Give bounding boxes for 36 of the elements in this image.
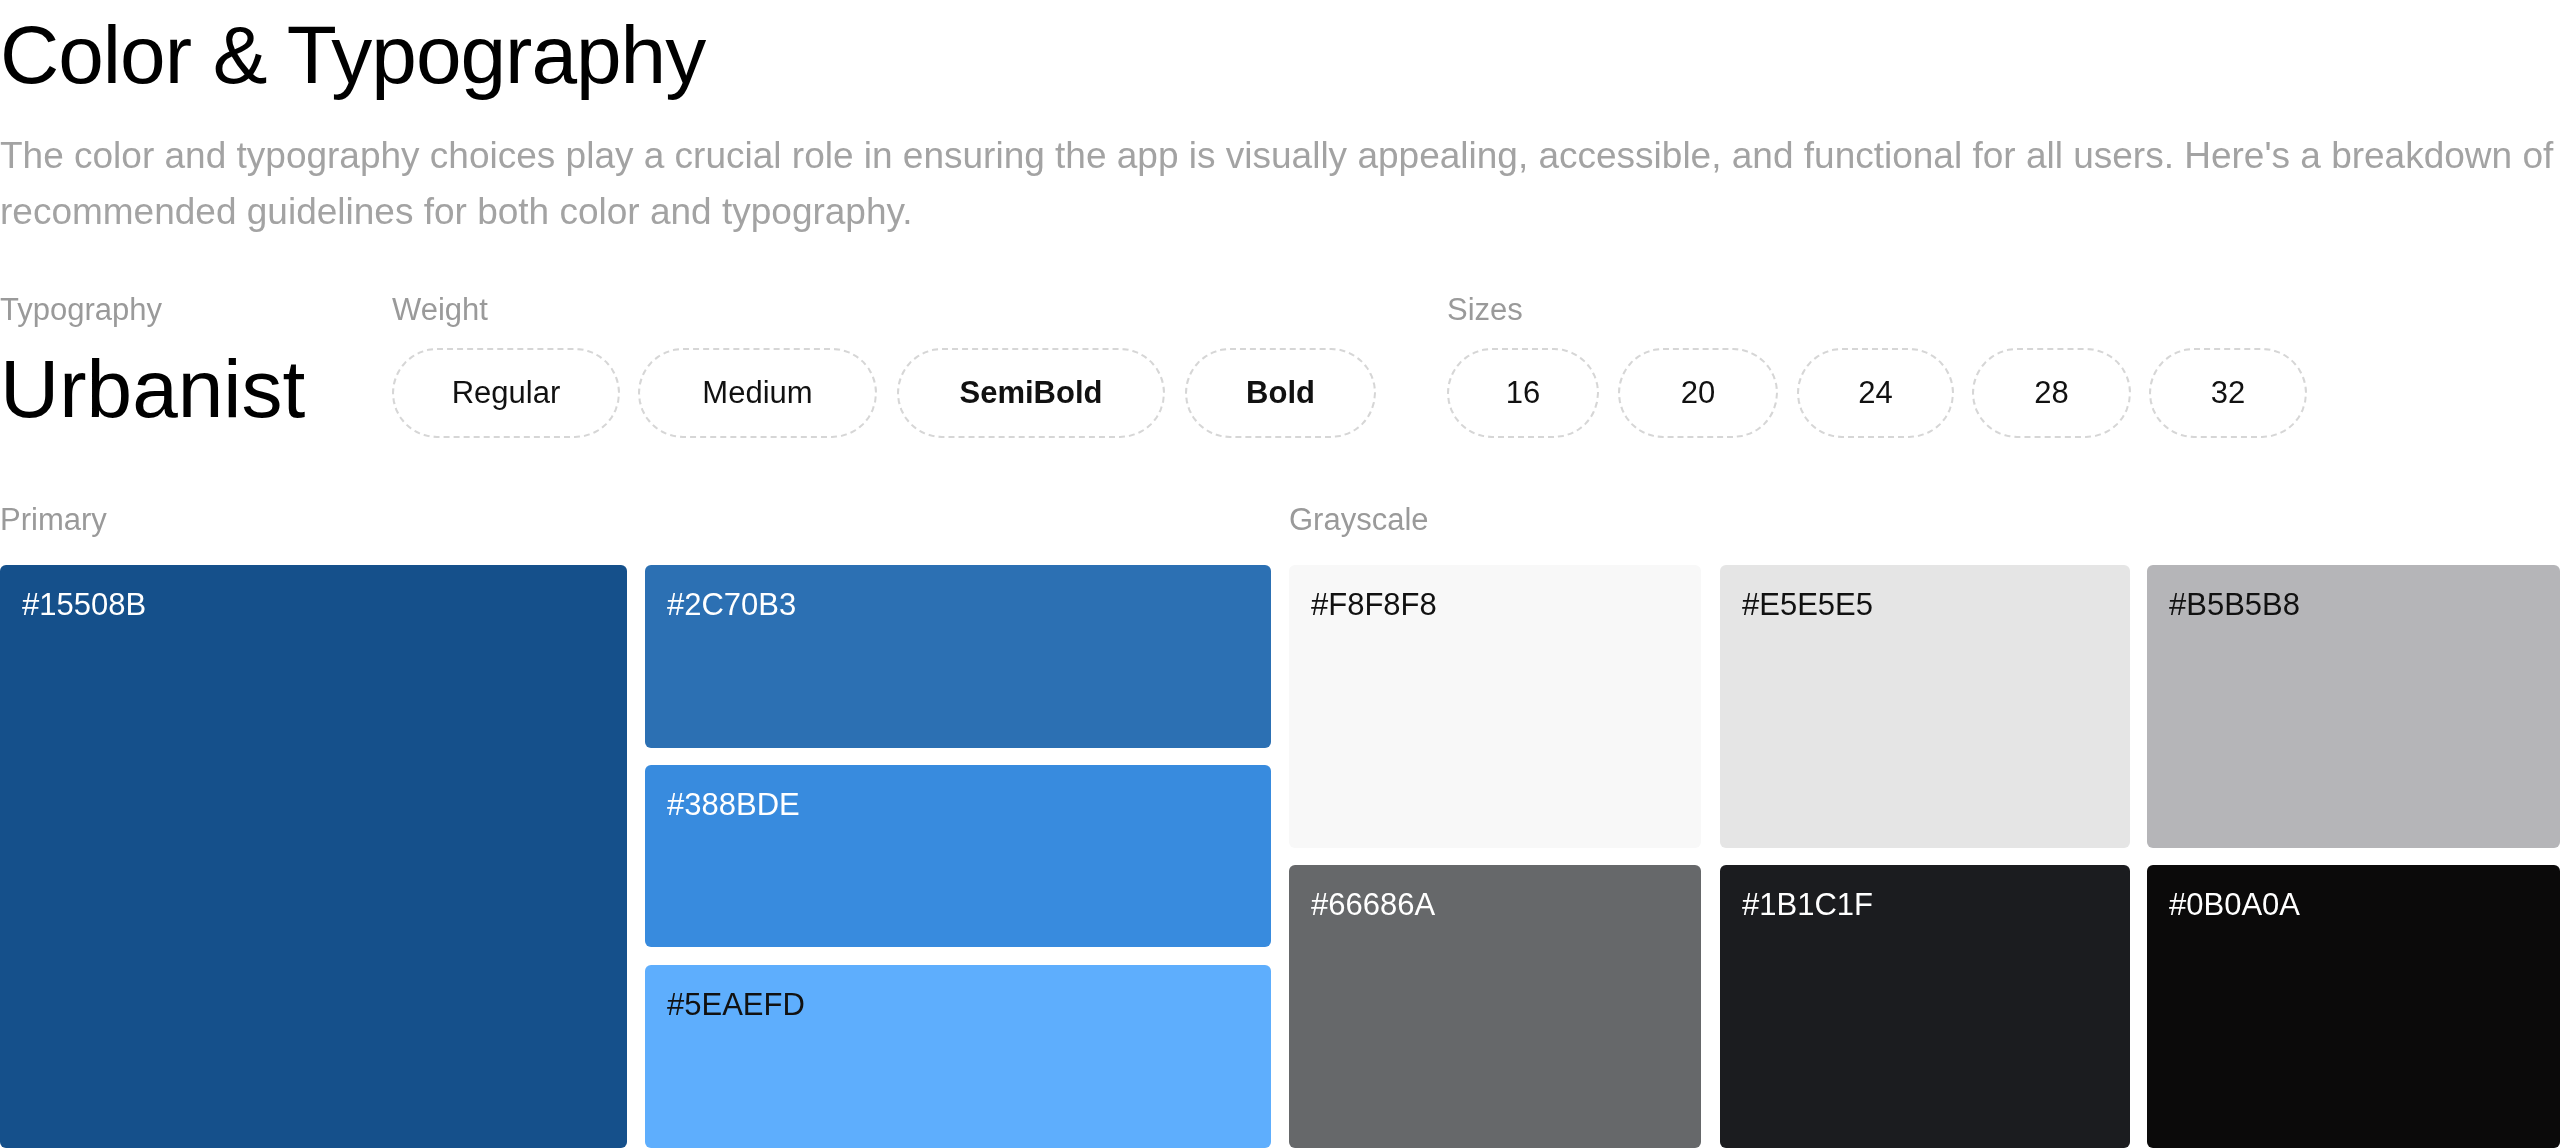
option-chip: 24 — [1797, 348, 1954, 438]
color-code: #5EAEFD — [667, 987, 805, 1023]
option-chip: 32 — [2149, 348, 2307, 438]
color-code: #B5B5B8 — [2169, 587, 2300, 623]
color-swatch — [645, 765, 1271, 947]
option-chip: 16 — [1447, 348, 1599, 438]
color-swatch — [2147, 565, 2560, 848]
color-code: #E5E5E5 — [1742, 587, 1873, 623]
font-name: Urbanist — [0, 342, 306, 436]
section-heading: Sizes — [1447, 292, 1523, 328]
color-swatch — [645, 565, 1271, 748]
color-code: #2C70B3 — [667, 587, 797, 623]
color-swatch — [2147, 865, 2560, 1148]
section-heading: Grayscale — [1289, 502, 1429, 538]
color-swatch — [0, 565, 627, 1148]
color-swatch — [1720, 865, 2130, 1148]
section-heading: Primary — [0, 502, 107, 538]
option-chip: Bold — [1185, 348, 1376, 438]
page-title: Color & Typography — [0, 8, 706, 102]
color-code: #F8F8F8 — [1311, 587, 1437, 623]
color-code: #66686A — [1311, 887, 1436, 923]
option-chip: Regular — [392, 348, 620, 438]
color-code: #0B0A0A — [2169, 887, 2300, 923]
option-chip: Medium — [638, 348, 877, 438]
color-code: #15508B — [22, 587, 147, 623]
color-code: #388BDE — [667, 787, 800, 823]
intro-paragraph: The color and typography choices play a crucial role in ensuring the app is visually appealing, accessible, and functional for all users. Here's a breakdown of recommended guidelines for both color and typography. — [0, 134, 2555, 234]
section-heading: Weight — [392, 292, 488, 328]
option-chip: 20 — [1618, 348, 1778, 438]
option-chip: 28 — [1972, 348, 2131, 438]
section-heading: Typography — [0, 292, 162, 328]
color-swatch — [645, 965, 1271, 1148]
color-swatch — [1720, 565, 2130, 848]
color-code: #1B1C1F — [1742, 887, 1873, 923]
color-swatch — [1289, 865, 1701, 1148]
option-chip: SemiBold — [897, 348, 1165, 438]
